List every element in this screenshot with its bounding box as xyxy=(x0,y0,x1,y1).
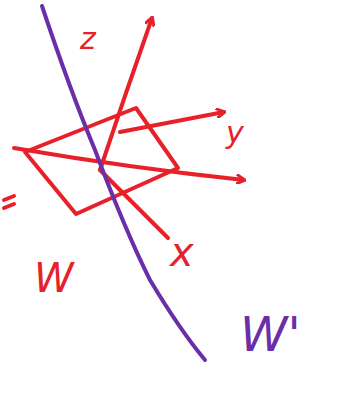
axis-label: W' xyxy=(240,310,301,358)
axis-label: x xyxy=(170,232,194,272)
axis-label: y xyxy=(226,118,244,148)
z-axis xyxy=(100,18,152,170)
purple-line xyxy=(42,6,205,360)
y-axis xyxy=(120,112,224,132)
x-axis xyxy=(100,170,168,238)
edge-mark xyxy=(4,196,14,208)
axis-label: z xyxy=(80,24,96,54)
long-axis xyxy=(14,148,244,180)
axis-label: W xyxy=(34,258,74,298)
